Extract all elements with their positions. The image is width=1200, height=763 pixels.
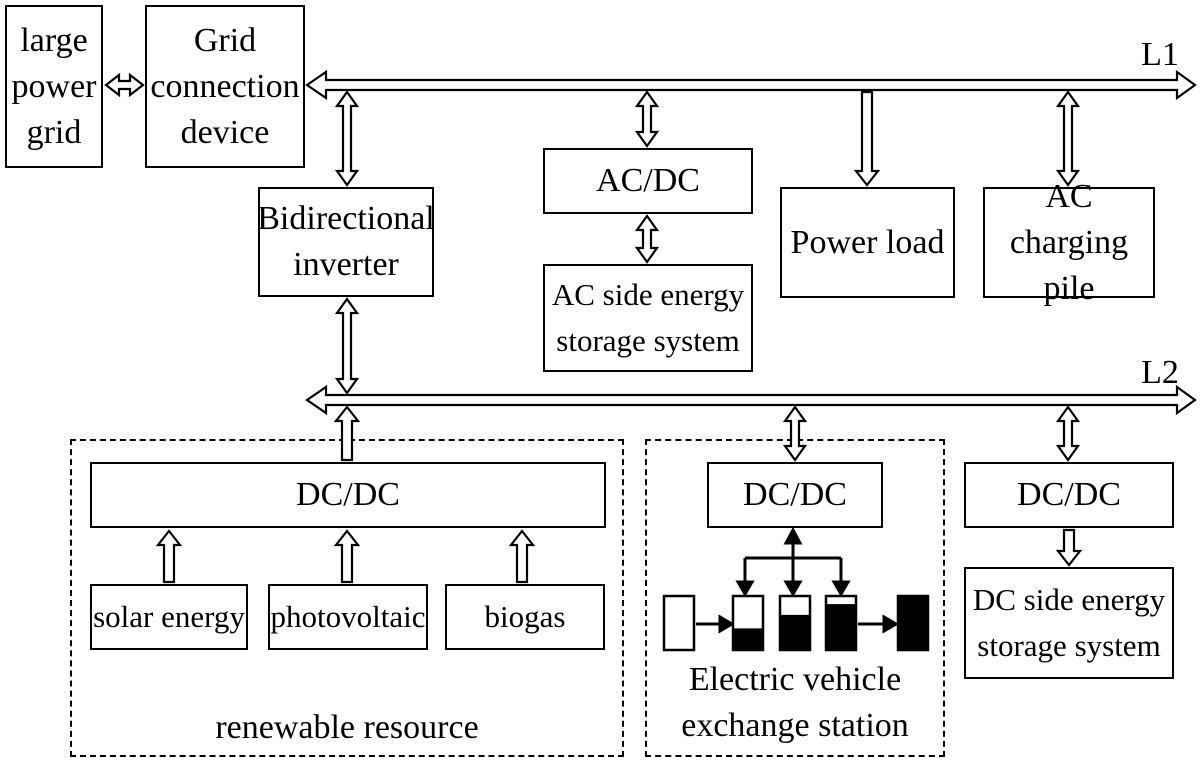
battery-3-charge [780,614,810,650]
bus-l2 [305,384,1197,416]
inverter-to-l2-arrow [334,297,360,395]
bus-l2-label: L2 [1141,354,1179,391]
bus-l1-label: L1 [1141,36,1179,73]
ev-exchange-station-label: Electric vehicle exchange station [681,661,909,744]
battery-1 [662,594,696,652]
large-power-grid-box: large power grid [5,5,103,168]
battery-2-charge [733,628,763,650]
dc-dc-ev-box: DC/DC [707,462,883,528]
power-load-box: Power load [780,187,955,298]
ac-side-energy-storage-box: AC side energy storage system [543,264,753,372]
biogas-to-dcdc-arrow [508,529,536,584]
l2-to-storage-dcdc-arrow [1055,405,1081,462]
l1-to-inverter-arrow [334,90,360,187]
l2-to-ev-dcdc-arrow [782,405,808,462]
storage-dcdc-to-dc-storage-arrow [1055,528,1083,567]
photovoltaic-box: photovoltaic [268,584,428,650]
ev-battery-distribution [696,526,899,634]
solar-to-dcdc-arrow [155,529,183,584]
battery-5 [896,594,930,652]
renewable-resource-label: renewable resource [215,709,479,746]
dc-dc-storage-box: DC/DC [964,462,1174,528]
battery-2 [731,594,765,652]
renewable-dcdc-to-l2-arrow [333,405,361,462]
battery-5-charge [898,596,928,650]
dc-side-energy-storage-box: DC side energy storage system [964,567,1174,679]
dc-dc-renewable-box: DC/DC [90,462,606,528]
l1-to-acdc-arrow [634,90,660,148]
acdc-to-storage-arrow [634,214,660,264]
battery-4 [824,594,858,652]
biogas-box: biogas [445,584,605,650]
l1-to-charging-pile-arrow [1055,90,1081,187]
bus-l1 [305,69,1197,101]
photovoltaic-to-dcdc-arrow [333,529,361,584]
ac-charging-pile-box: AC charging pile [983,178,1155,307]
solar-energy-box: solar energy [90,584,248,650]
ac-dc-converter-box: AC/DC [543,148,753,214]
battery-3 [778,594,812,652]
battery-4-charge [826,604,856,650]
grid-connection-device-box: Grid connection device [145,5,305,168]
ev-batteries [662,594,930,652]
grid-to-device-arrow [104,72,145,98]
l1-to-power-load-arrow [853,90,881,187]
bidirectional-inverter-box: Bidirectional inverter [257,187,435,297]
